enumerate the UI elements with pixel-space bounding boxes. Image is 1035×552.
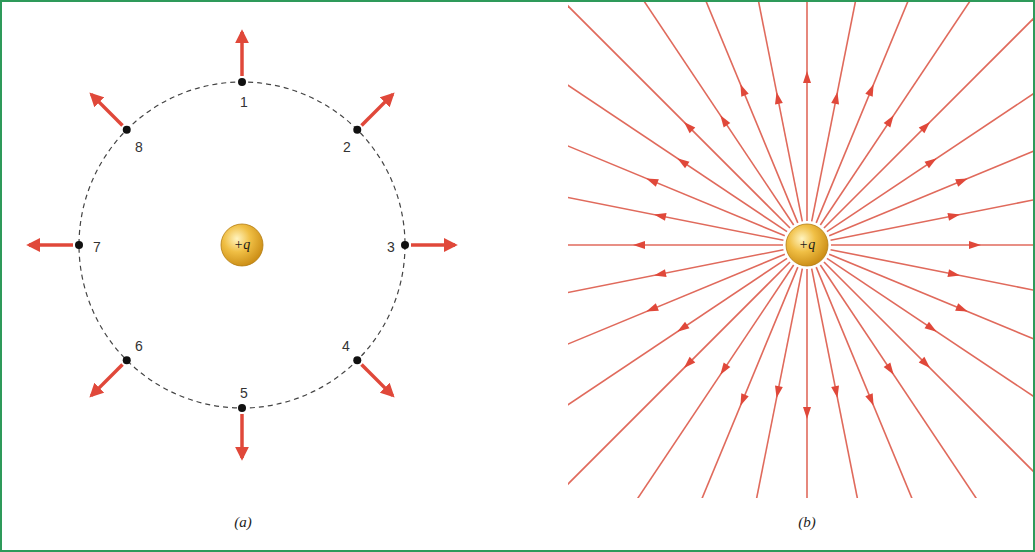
field-arrowhead: [955, 303, 969, 315]
point-charge: +q: [785, 223, 829, 267]
callout-number: 1: [240, 95, 248, 109]
panel-label: (b): [798, 515, 816, 530]
field-line: [568, 250, 783, 382]
field-line: [831, 250, 1033, 382]
callout-number: 8: [135, 140, 143, 154]
field-arrows-a: [29, 32, 455, 458]
field-arrowhead: [653, 269, 666, 279]
field-line: [829, 2, 1033, 236]
field-arrowhead: [717, 113, 730, 127]
field-point: [238, 404, 246, 412]
field-arrowhead: [681, 119, 695, 133]
field-line: [568, 254, 785, 498]
field-line: [820, 2, 1033, 225]
field-arrowhead: [969, 241, 981, 249]
field-line: [568, 2, 790, 228]
field-point: [238, 78, 246, 86]
callout-number: 3: [387, 240, 395, 254]
field-point: [353, 126, 361, 134]
field-arrowhead: [947, 211, 960, 221]
field-point: [401, 241, 409, 249]
field-arrow: [362, 94, 393, 125]
field-line: [816, 267, 1033, 498]
field-point: [75, 241, 83, 249]
field-arrowhead: [831, 385, 841, 398]
field-arrowhead: [865, 83, 877, 97]
field-arrowhead: [737, 393, 749, 407]
field-line: [568, 244, 783, 246]
point-charge: +q: [220, 223, 264, 267]
callout-number: 4: [342, 339, 350, 353]
field-arrowhead: [947, 269, 960, 279]
field-arrowhead: [919, 119, 933, 133]
field-arrowhead: [925, 155, 939, 168]
field-arrowhead: [773, 385, 783, 398]
field-point: [123, 356, 131, 364]
field-line: [812, 2, 944, 221]
field-point: [123, 126, 131, 134]
field-arrow: [411, 243, 455, 247]
field-arrowhead: [645, 175, 659, 187]
field-arrowhead: [717, 363, 730, 377]
field-arrowhead: [645, 303, 659, 315]
charge-outline: [221, 224, 263, 266]
field-arrowhead: [653, 211, 666, 221]
field-arrow: [91, 94, 122, 125]
field-point: [353, 356, 361, 364]
field-line: [831, 108, 1033, 240]
field-arrow: [240, 32, 244, 76]
field-arrowhead: [803, 407, 811, 419]
field-line: [568, 108, 783, 240]
field-line: [812, 269, 944, 498]
field-line: [816, 2, 1033, 223]
field-line: [806, 2, 808, 221]
field-line: [820, 265, 1033, 498]
charge-label: +q: [799, 238, 815, 252]
field-arrowhead: [884, 113, 897, 127]
callout-number: 5: [240, 386, 248, 400]
field-line: [568, 2, 785, 236]
charge-outline: [786, 224, 828, 266]
field-line: [670, 2, 802, 221]
field-arrowhead: [675, 155, 689, 168]
charge-label: +q: [234, 238, 250, 252]
callout-number: 7: [93, 240, 101, 254]
field-arrow: [362, 365, 393, 396]
field-line: [806, 269, 808, 498]
field-arrowhead: [955, 175, 969, 187]
field-line: [568, 2, 798, 223]
callout-number: 2: [343, 140, 351, 154]
field-arrowhead: [925, 322, 939, 335]
field-line: [827, 258, 1033, 498]
field-arrowhead: [773, 91, 783, 104]
field-arrowhead: [884, 363, 897, 377]
field-arrowhead: [675, 322, 689, 335]
callout-number: 6: [135, 339, 143, 353]
field-line: [831, 244, 1033, 246]
field-arrowhead: [803, 71, 811, 83]
field-arrowhead: [831, 91, 841, 104]
dashed-circle: [79, 82, 405, 408]
field-line: [824, 262, 1033, 498]
field-arrow: [91, 365, 122, 396]
field-line: [827, 2, 1033, 232]
field-arrow: [240, 414, 244, 458]
field-line: [568, 2, 794, 225]
field-arrowhead: [633, 241, 645, 249]
field-arrowhead: [737, 83, 749, 97]
field-line: [568, 258, 787, 498]
field-arrowhead: [681, 357, 695, 371]
field-lines-b: [568, 2, 1033, 498]
field-arrowhead: [865, 393, 877, 407]
panel-label: (a): [234, 515, 252, 530]
field-arrowhead: [919, 357, 933, 371]
field-arrow: [29, 243, 73, 247]
